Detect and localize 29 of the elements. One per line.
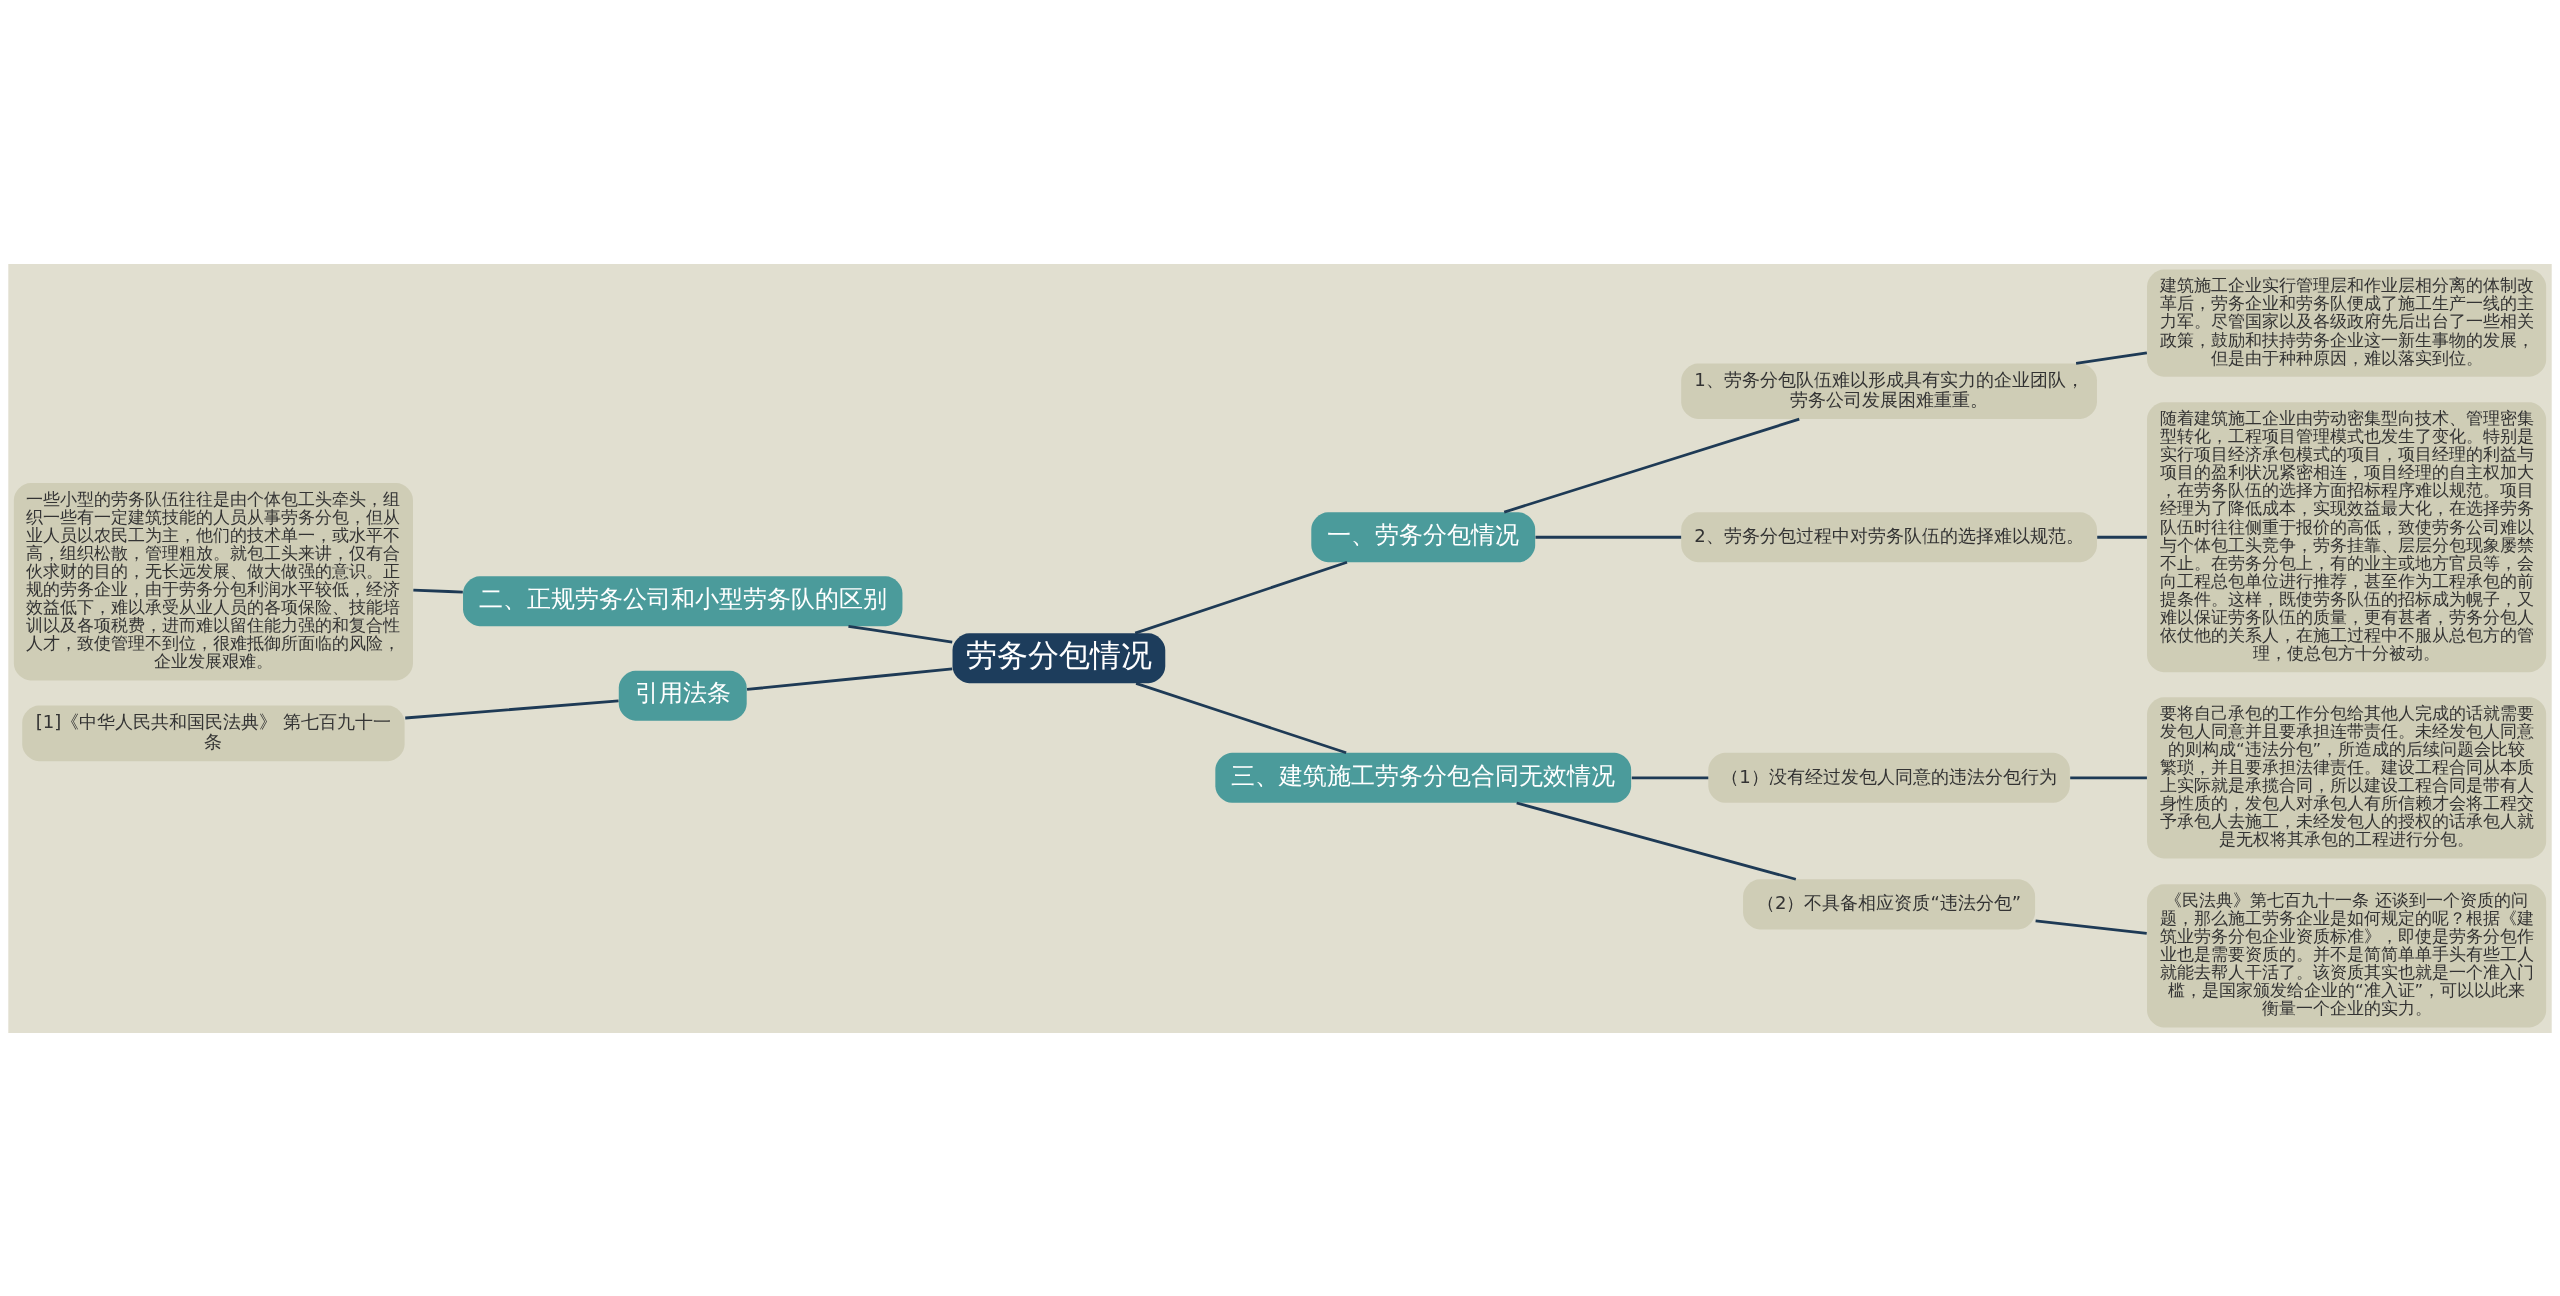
connector [2070,775,2147,779]
node-box: 随着建筑施工企业由劳动密集型向技术、管理密集型转化，工程项目管理模式也发生了变化。特别是实行项目经济承包模式的项目，项目经理的利益与项目的盈利状况紧密相连，项目经理的自主权加大，在劳务队伍的选择方面招标程序难以规范。项目经理为了降低成本，实现效益最大化，在选择劳务队伍时往往侧重于报价的高低，致使劳务公司难以与个体包工头竞争，劳务挂靠、层层分包现象屡禁不止。在劳务分包上，有的业主或地方官员等，会向工程总包单位进行推荐，甚至作为工程承包的前提条件。这样，既使劳务队伍的招标成为幌子，又难以保证劳务队伍的质量，更有甚者，劳务分包人依仗他的关系人，在施工过程中不服从总包方的管理，使总包方十分被动。 [2147,401,2547,672]
node-box: 劳务分包情况 [952,632,1166,683]
node-box: 一些小型的劳务队伍往往是由个体包工头牵头，组织一些有一定建筑技能的人员从事劳务分包，但从业人员以农民工为主，他们的技术单一，或水平不高，组织松散，管理粗放。就包工头来讲，仅有合伙求财的目的，无长远发展、做大做强的意识。正规的劳务企业，由于劳务分包利润水平较低，经济效益低下，难以承受从业人员的各项保险、技能培训以及各项税费，进而难以留住能力强的和复合性人才，致使管理不到位，很难抵御所面临的风险，企业发展艰难。 [13,482,413,680]
node-box: 1、劳务分包队伍难以形成具有实力的企业团队，劳务公司发展困难重重。 [1681,362,2097,419]
connector [1516,801,1797,881]
node-box: 三、建筑施工劳务分包合同无效情况 [1215,752,1632,803]
node-box: 建筑施工企业实行管理层和作业层相分离的体制改革后，劳务企业和劳务队便成了施工生产一线的主力军。尽管国家以及各级政府先后出台了一些相关政策，鼓励和扶持劳务企业这一新生事物的发展，但是由于种种原因，难以落实到位。 [2147,269,2547,377]
connector [848,624,953,644]
node-box: 《民法典》第七百九十一条 还谈到一个资质的问题，那么施工劳务企业是如何规定的呢？根据《建筑业劳务分包企业资质标准》，即使是劳务分包作业也是需要资质的。并不是简简单单手头有些工人就能去帮人干活了。该资质其实也就是一个准入门槛，是国家颁发给企业的“准入证”，可以以此来衡量一个企业的实力。 [2147,883,2547,1027]
node-box: （1）没有经过发包人同意的违法分包行为 [1708,752,2070,803]
connector [1535,535,1682,539]
connector [1135,681,1347,754]
connector [405,698,619,719]
node-box: 要将自己承包的工作分包给其他人完成的话就需要发包人同意并且要承担连带责任。未经发包人同意的则构成“违法分包”，所造成的后续问题会比较繁琐，并且要承担法律责任。建设工程合同从本质上实际就是承揽合同，所以建设工程合同是带有人身性质的，发包人对承包人有所信赖才会将工程交予承包人去施工，未经发包人的授权的话承包人就是无权将其承包的工程进行分包。 [2147,696,2547,858]
node-box: （2）不具备相应资质“违法分包” [1743,878,2036,929]
node-box: 一、劳务分包情况 [1311,511,1536,562]
node-box: [1]《中华人民共和国民法典》 第七百九十一条 [22,705,405,761]
connector [2035,918,2147,935]
node-box: 二、正规劳务公司和小型劳务队的区别 [463,575,903,626]
connector [1134,560,1348,634]
connector [2097,535,2147,539]
connector [1631,775,1709,779]
connector [746,666,953,691]
connector [2075,350,2148,365]
node-box: 2、劳务分包过程中对劳务队伍的选择难以规范。 [1681,511,2097,562]
node-box: 引用法条 [618,670,747,721]
connector [413,588,463,593]
connector [1503,417,1800,513]
